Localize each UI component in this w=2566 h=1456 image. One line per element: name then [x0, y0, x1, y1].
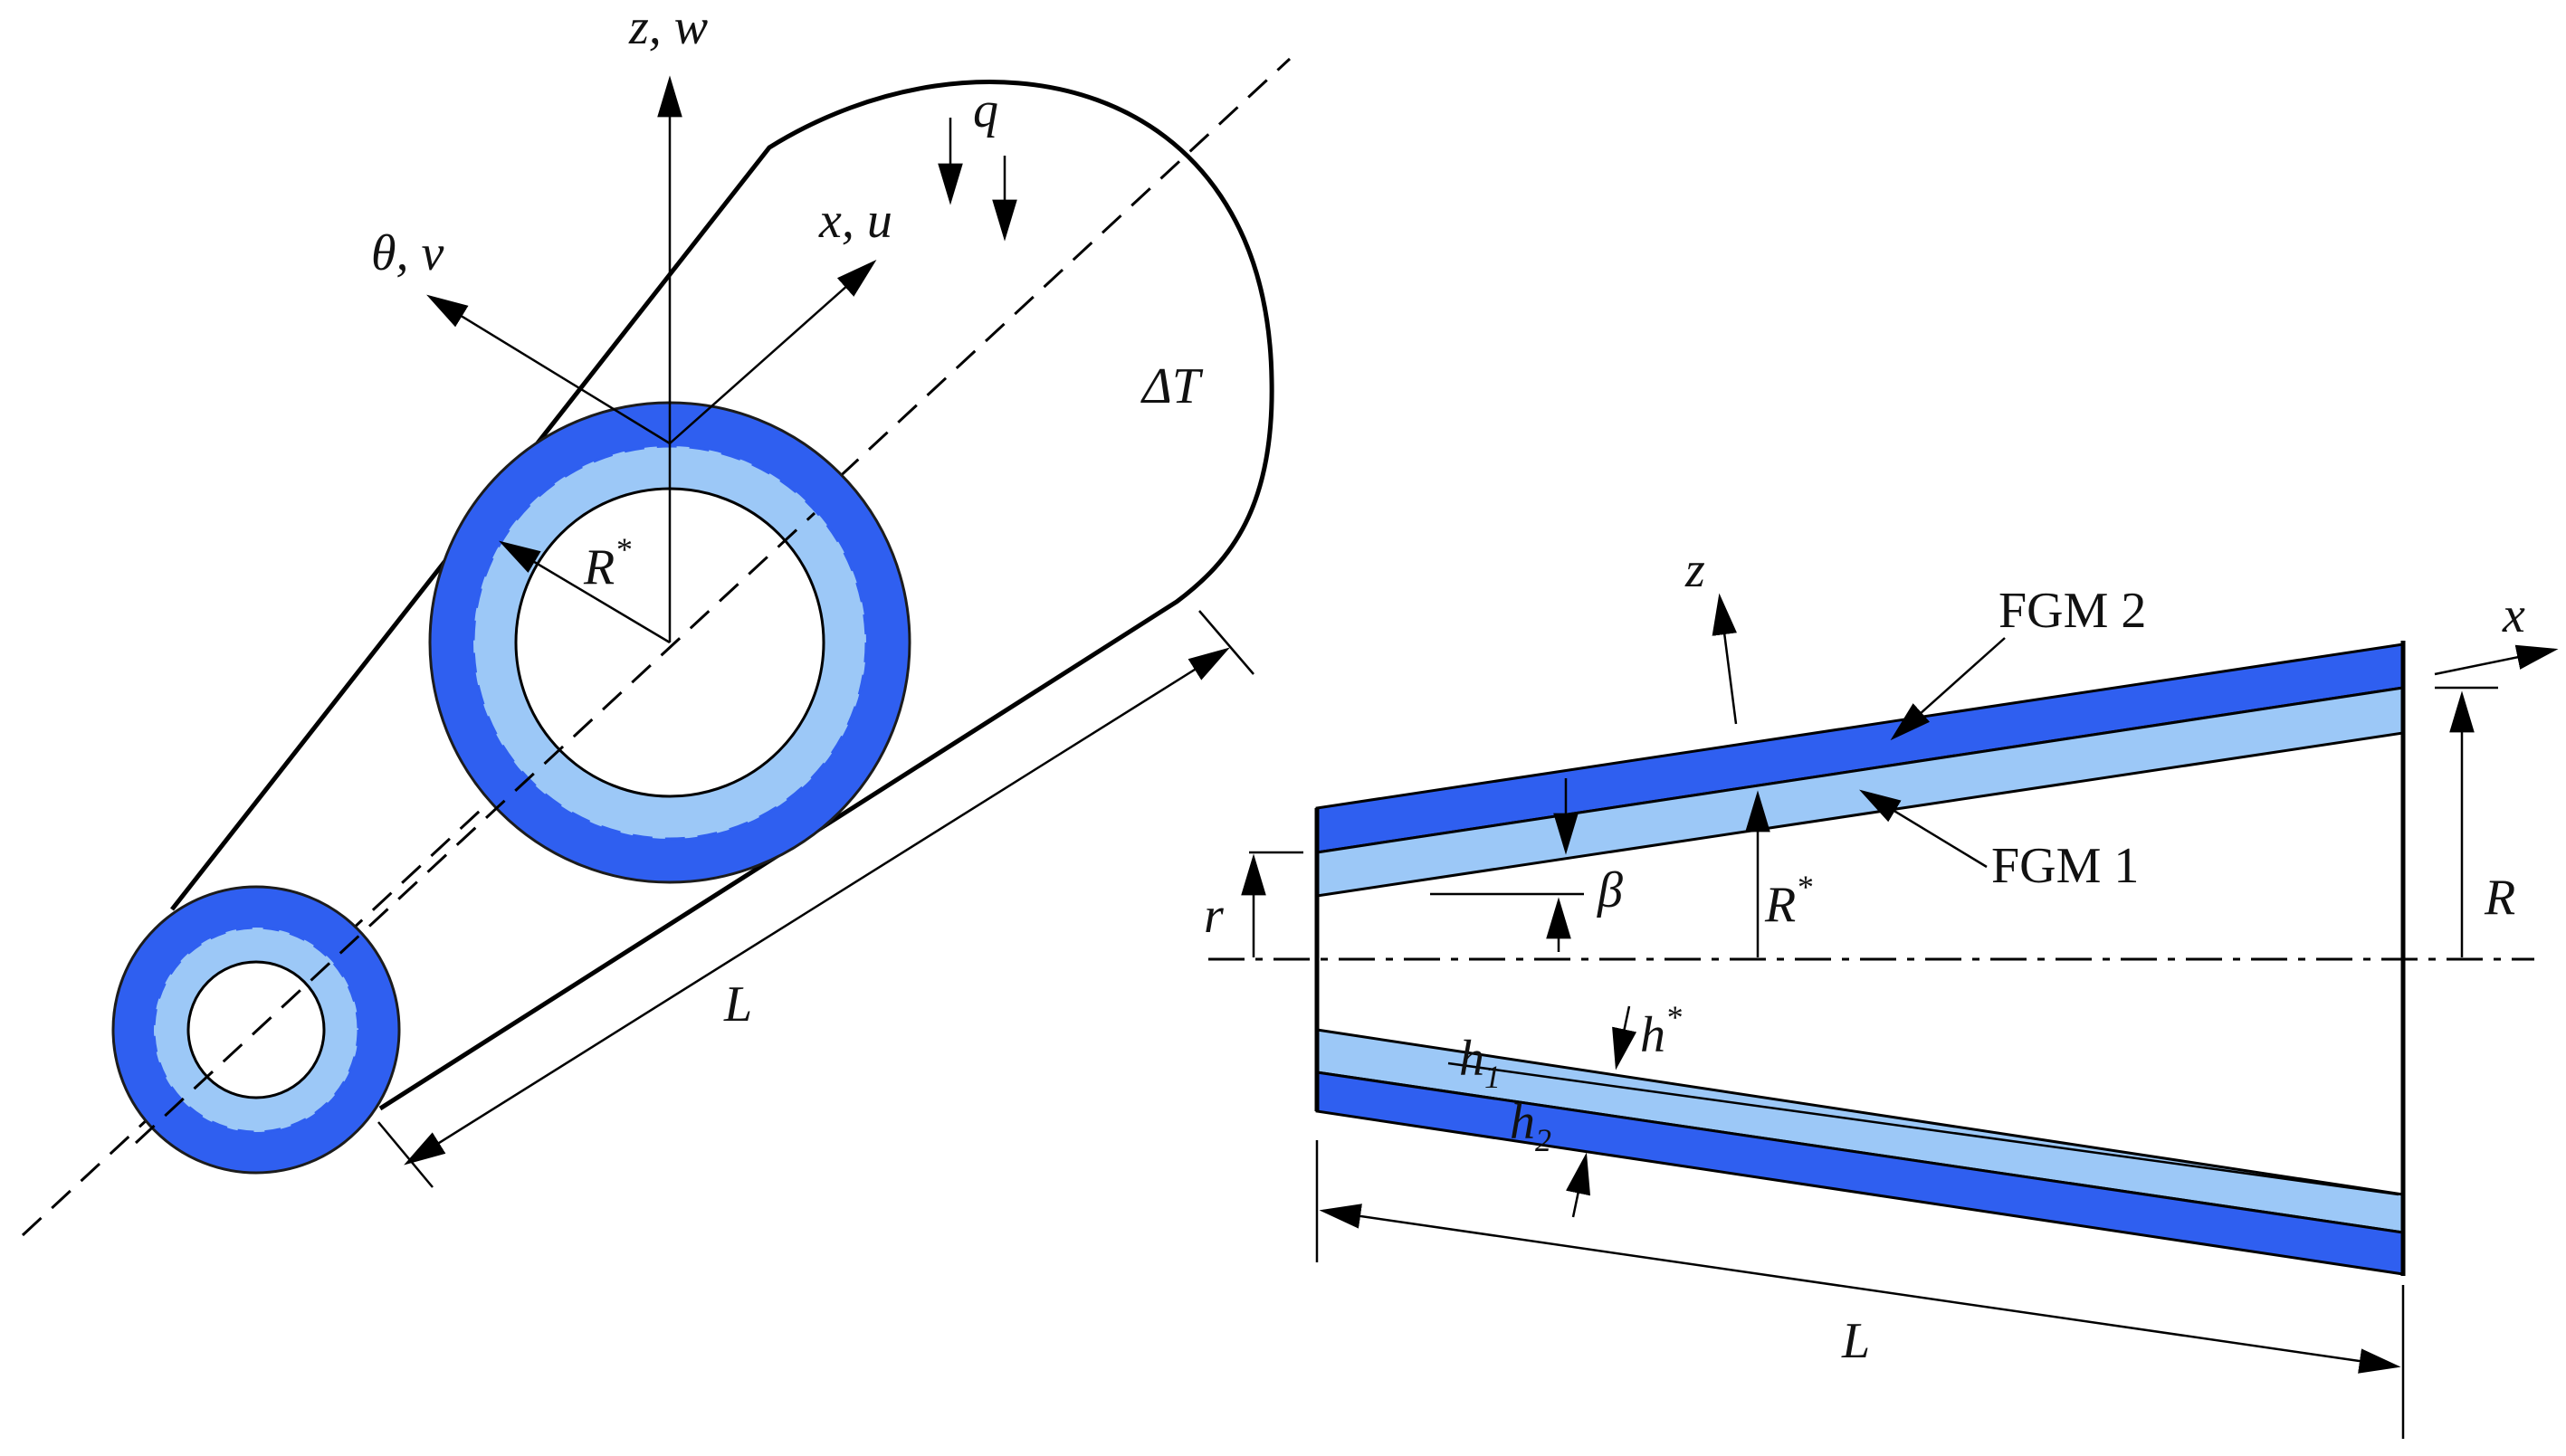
label-l-left: L	[723, 976, 752, 1033]
label-delta-t: ΔT	[1140, 358, 1204, 414]
section-z-axis	[1712, 593, 1738, 725]
label-r-star: R*	[583, 531, 631, 595]
theta-axis-arrow	[426, 294, 671, 445]
label-h-star: h*	[1640, 999, 1682, 1063]
label-section-rstar: R*	[1764, 869, 1812, 933]
hstar-arrow	[1612, 1005, 1637, 1071]
label-h1: h1	[1459, 1031, 1501, 1095]
label-section-z: z	[1684, 542, 1705, 598]
label-theta-v: θ, v	[371, 225, 444, 281]
length-dimension-arrow	[404, 647, 1230, 1166]
right-section-view: z x FGM 2 FGM 1 r R R* β h* h1 h2 L	[1204, 542, 2559, 1439]
label-beta: β	[1597, 862, 1623, 918]
label-r: r	[1204, 888, 1224, 944]
h2-arrow	[1566, 1152, 1591, 1218]
label-z-w: z, w	[628, 0, 708, 55]
x-axis-arrow	[669, 259, 877, 444]
label-big-R: R	[2484, 870, 2515, 926]
label-x-u: x, u	[818, 193, 892, 249]
label-fgm2: FGM 2	[1998, 583, 2146, 639]
left-3d-cone-view: z, w θ, v x, u q ΔT R* L	[21, 0, 1292, 1237]
label-section-x: x	[2502, 587, 2525, 643]
fgm1-leader	[1859, 789, 1988, 869]
section-x-axis	[2434, 644, 2559, 676]
label-h2: h2	[1510, 1094, 1551, 1158]
label-section-l: L	[1841, 1313, 1870, 1369]
label-q: q	[973, 82, 998, 138]
cone-outline	[170, 80, 1274, 1111]
section-length-arrow	[1319, 1204, 2401, 1374]
radius-line	[499, 540, 671, 644]
fgm2-leader	[1890, 637, 2006, 741]
label-fgm1: FGM 1	[1991, 838, 2139, 894]
